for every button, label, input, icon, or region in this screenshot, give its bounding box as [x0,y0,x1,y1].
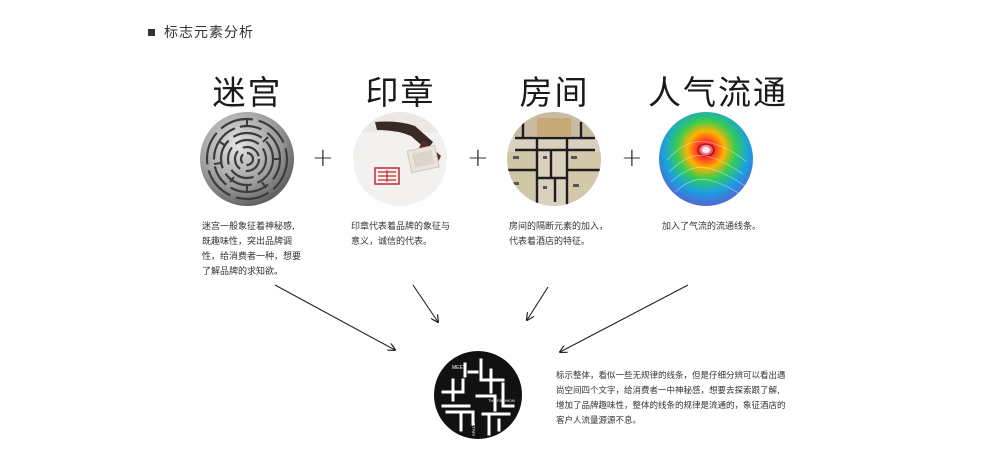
item-title-maze: 迷宫 [212,73,283,112]
brand-logo: MEET THE FASHION SPACE [433,350,523,440]
section-header: 标志元素分析 [148,22,254,42]
arrow-icon [412,284,438,322]
item-title-room: 房间 [519,73,590,112]
result-desc: 标示整体，看似一些无规律的线条，但是仔细分辨可以看出遇 尚空间四个文字，给消费者… [556,371,786,426]
arrow-icon [560,284,689,352]
logo-space-text: SPACE [471,422,476,436]
bullet-square-icon [148,28,155,36]
item-desc-airflow: 加入了气流的流通线条。 [662,222,762,232]
item-desc-room: 房间的隔断元素的加入， 代表着酒店的特征。 [509,222,609,247]
plus-operator: + [621,143,643,173]
item-title-airflow: 人气流通 [648,73,788,112]
item-desc-maze: 迷宫一般象征着神秘感, 既趣味性，突出品牌调 性，给消费者一种，想要 了解品牌的… [202,222,302,277]
item-title-seal: 印章 [365,73,436,112]
maze-image [200,112,294,206]
airflow-heatmap-image [659,112,753,206]
logo-meet-text: MEET [452,365,466,371]
logo-fashion-text: THE FASHION [488,398,515,403]
plus-operator: + [467,143,489,173]
arrow-icon [527,286,549,320]
arrow-icon [274,284,395,350]
section-title: 标志元素分析 [164,25,254,41]
item-desc-seal: 印章代表着品牌的象征与 意义，诚信的代表。 [351,222,451,247]
plus-operator: + [312,143,334,173]
